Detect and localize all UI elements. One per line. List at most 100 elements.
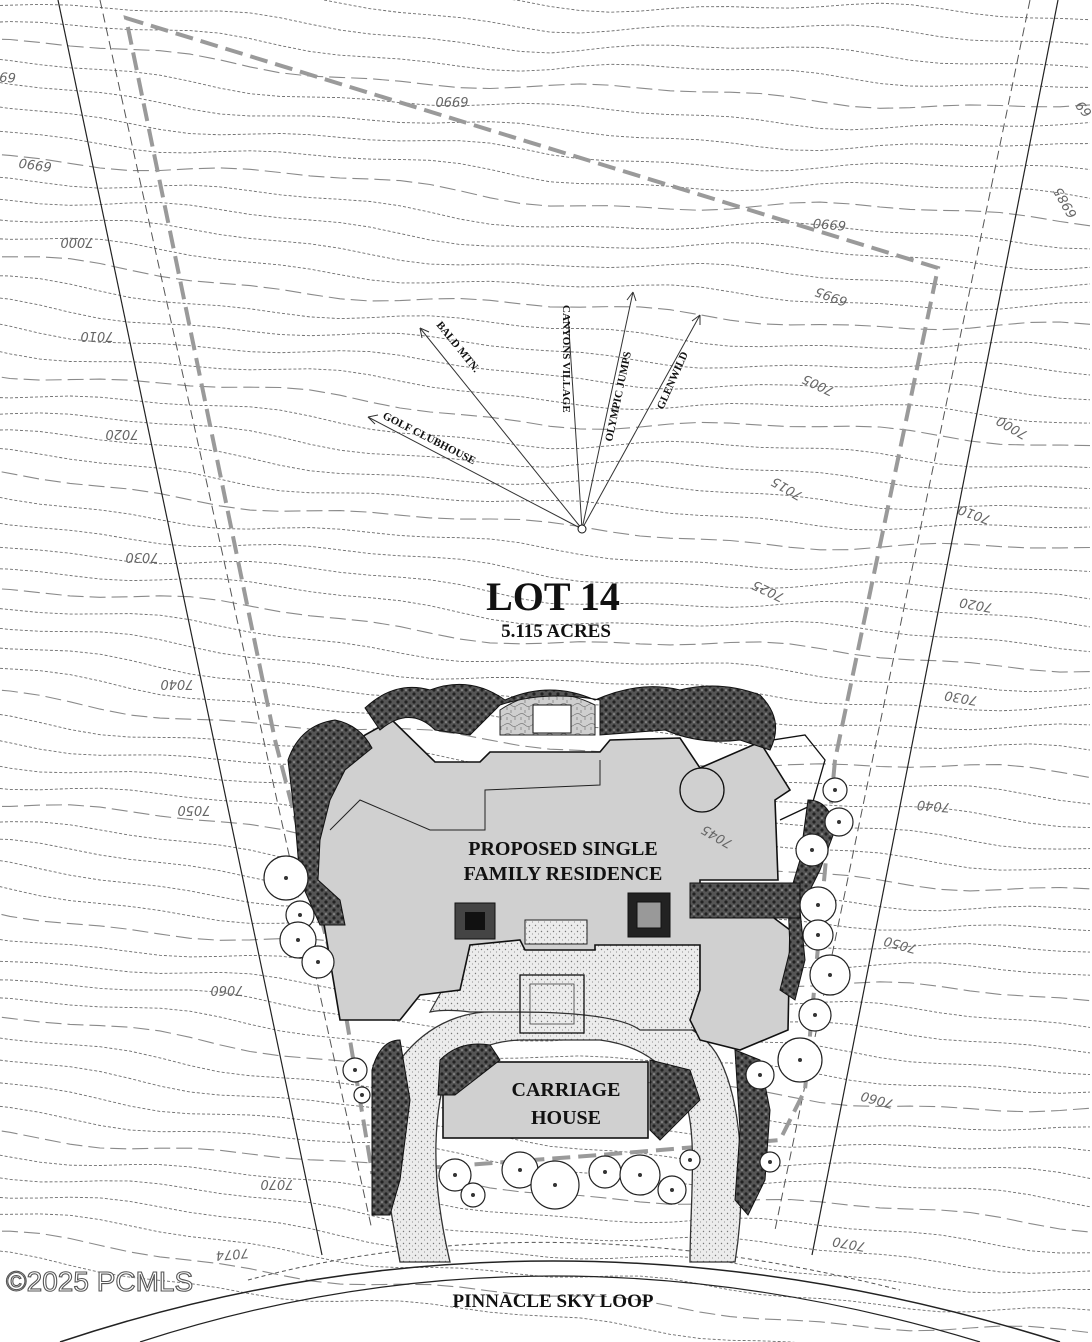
contour-line [0, 1059, 1091, 1152]
tree-center [837, 820, 841, 824]
tree-center [316, 960, 320, 964]
contour-line [0, 838, 1091, 932]
residence-label-line1: PROPOSED SINGLE [468, 838, 657, 860]
contour-line [0, 1177, 1091, 1274]
contour-line [0, 1037, 1091, 1131]
tree-center [768, 1160, 772, 1164]
tree-center [471, 1193, 475, 1197]
elevation-label: 7030 [943, 687, 978, 708]
contour-line [0, 471, 1091, 551]
elevation-label: 7020 [105, 426, 138, 441]
elevation-label: 7050 [177, 802, 210, 817]
contour-line [0, 256, 1091, 331]
contour-line [0, 546, 1091, 628]
lot-acreage: 5.115 ACRES [501, 621, 611, 642]
tree-center [453, 1173, 457, 1177]
tree-center [758, 1073, 762, 1077]
tree-center [298, 913, 302, 917]
contour-line [0, 297, 1091, 376]
contour-line [0, 821, 1091, 912]
view-label-bald-mtn: BALD MTN. [434, 319, 482, 375]
elevation-label: 7000 [994, 412, 1030, 442]
tree-center [284, 876, 288, 880]
elevation-label: 69 [1073, 97, 1092, 119]
contour-line [512, 0, 1091, 21]
contour-line [0, 1213, 1091, 1313]
contour-line [0, 198, 1091, 271]
view-label-canyons-village: CANYONS VILLAGE [560, 305, 572, 413]
elevation-label: 6985 [1051, 184, 1081, 220]
elevation-label: 7005 [800, 371, 836, 399]
contour-line [0, 395, 1091, 469]
tree-center [816, 903, 820, 907]
contour-line [0, 1154, 1091, 1254]
contour-line [0, 979, 1091, 1076]
contour-line [0, 219, 1091, 291]
tree-center [810, 848, 814, 852]
contour-line [0, 1196, 1091, 1294]
contour-line [0, 522, 1091, 600]
road-label: PINNACLE SKY LOOP [453, 1291, 654, 1312]
contour-line [0, 787, 1091, 871]
view-label-glenwild: GLENWILD [655, 350, 691, 411]
contour-line [0, 939, 1091, 1028]
tree-center [816, 933, 820, 937]
contour-line [0, 960, 1091, 1054]
contour-line [0, 689, 1091, 779]
elevation-label: 7030 [125, 549, 158, 564]
elevation-label: 69 [0, 68, 17, 84]
contour-line [0, 886, 1091, 976]
contour-line [0, 860, 1091, 953]
carriage-house-label-line2: HOUSE [531, 1107, 601, 1129]
contour-line [0, 647, 1091, 731]
contour-line [0, 627, 1091, 712]
contour-line [0, 38, 1091, 109]
contour-line [0, 351, 1091, 424]
contour-line [0, 608, 1091, 693]
landscape-planting [287, 683, 836, 1216]
copyright-watermark: ©2025 PCMLS [6, 1266, 193, 1297]
contour-line [0, 588, 1091, 673]
tree-center [688, 1158, 692, 1162]
lot-title: LOT 14 [486, 574, 620, 619]
elevation-label: 6990 [435, 93, 468, 108]
contour-line [0, 496, 1091, 572]
residence-label-line2: FAMILY RESIDENCE [464, 863, 663, 885]
trees [263, 777, 854, 1210]
contour-line [0, 237, 1091, 311]
lot-lines [57, 0, 1059, 1256]
contour-line [0, 130, 1091, 199]
contour-line [0, 154, 1091, 227]
elevation-label: 7040 [916, 796, 950, 814]
contour-line [0, 714, 1091, 805]
tree-center [670, 1188, 674, 1192]
elevation-label: 7020 [958, 594, 993, 615]
terrace-patio [532, 704, 572, 734]
contour-line [0, 997, 1091, 1094]
elevation-label: 7010 [956, 501, 992, 526]
elevation-label: 7074 [215, 1245, 249, 1263]
contour-line [0, 448, 1091, 531]
tree-center [828, 973, 832, 977]
elevation-label: 7070 [260, 1176, 293, 1191]
elevation-label: 6990 [18, 154, 53, 173]
contour-line [0, 412, 1091, 490]
view-label-golf-clubhouse: GOLF CLUBHOUSE [381, 410, 478, 467]
contour-line [0, 568, 1091, 653]
contour-line [0, 376, 1091, 447]
contour-line [0, 740, 1091, 829]
elevation-label: 7060 [859, 1088, 895, 1111]
carriage-house-label-line1: CARRIAGE [512, 1079, 621, 1101]
tree-center [360, 1093, 364, 1097]
contour-line [0, 3, 1091, 68]
tree-center [798, 1058, 802, 1062]
elevation-label: 7025 [750, 577, 786, 605]
elevation-label: 6995 [813, 283, 849, 308]
contour-line [0, 429, 1091, 511]
contour-line [0, 275, 1091, 350]
tree-center [603, 1170, 607, 1174]
elevation-label: 7060 [210, 982, 243, 997]
elevation-label: 7015 [769, 473, 805, 503]
